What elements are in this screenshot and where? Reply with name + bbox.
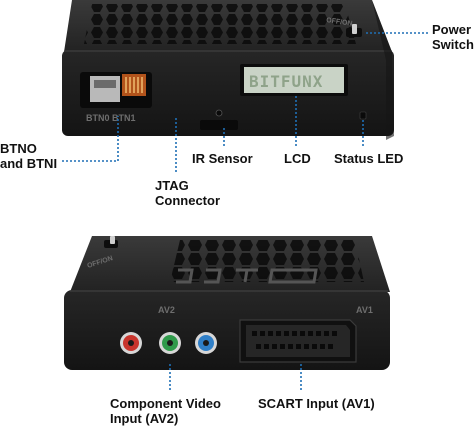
- bottom-power-switch[interactable]: [104, 236, 118, 248]
- rca-jack-blue: [195, 332, 217, 354]
- callout-scart: SCART Input (AV1): [258, 396, 375, 411]
- power-switch[interactable]: [346, 24, 362, 37]
- top-device-vent-grid: [84, 4, 356, 44]
- bottom-device: OFF/ON AV2 AV1: [64, 236, 390, 370]
- lcd-text: BITFUNX: [249, 72, 323, 91]
- bottom-device-logo-engraving: [176, 268, 318, 284]
- bottom-leader-lines: [169, 364, 302, 392]
- callout-ir-sensor: IR Sensor: [192, 151, 253, 166]
- av1-engraving: AV1: [356, 305, 373, 315]
- callout-power-switch: Power Switch: [432, 22, 474, 52]
- btn-jtag-port: [80, 72, 152, 108]
- rca-jack-green: [159, 332, 181, 354]
- ir-sensor: [200, 109, 238, 130]
- callout-lcd: LCD: [284, 151, 311, 166]
- callout-status-led: Status LED: [334, 151, 404, 166]
- top-leader-lines: [62, 32, 428, 174]
- bottom-device-vent-grid: [170, 240, 364, 282]
- status-led: [359, 111, 367, 120]
- callout-component-video: Component Video Input (AV2): [110, 396, 221, 426]
- top-device: OFF/ON BTN0 BTN1 BITFUNX: [62, 0, 394, 140]
- av2-engraving: AV2: [158, 305, 175, 315]
- top-off-on-engraving: OFF/ON: [326, 17, 353, 28]
- rca-jack-red: [120, 332, 142, 354]
- btn-engraving: BTN0 BTN1: [86, 113, 136, 123]
- callout-btn: BTNO and BTNI: [0, 141, 58, 171]
- lcd-display: BITFUNX: [240, 64, 348, 96]
- callout-jtag: JTAG Connector: [155, 178, 220, 208]
- scart-connector: [239, 319, 357, 363]
